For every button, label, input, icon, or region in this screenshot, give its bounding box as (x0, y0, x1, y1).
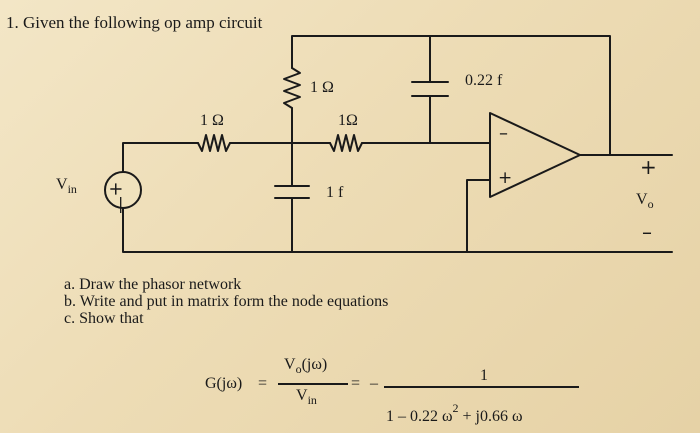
capacitor-bottom-plates (274, 185, 310, 199)
label-middle-resistor: 1Ω (338, 112, 358, 129)
label-bottom-capacitor: 1 f (326, 184, 344, 201)
capacitor-top-plates (411, 81, 449, 97)
source-polarity-minus: | (118, 194, 124, 213)
opamp-noninverting-sign: + (498, 168, 513, 188)
opamp-inverting-sign: – (499, 123, 508, 144)
voltage-source-symbol (104, 171, 142, 209)
wire-feedback (291, 35, 611, 156)
wire-noninverting-ground (466, 179, 491, 253)
problem-heading: 1. Given the following op amp circuit (6, 14, 262, 31)
label-top-capacitor: 0.22 f (465, 72, 503, 89)
equation-numerator: Vo(jω) (284, 356, 328, 376)
question-a: a. Draw the phasor network (64, 276, 242, 293)
output-minus-sign: – (642, 220, 652, 244)
rhs-numerator: 1 (480, 367, 488, 384)
resistor-top (283, 67, 301, 109)
equation-minus: – (370, 375, 378, 392)
label-left-resistor: 1 Ω (200, 112, 224, 129)
output-plus-sign: + (640, 155, 657, 179)
fraction-bar-left (278, 383, 348, 385)
equation-equals-1: = (258, 375, 268, 392)
wire-source-top (122, 142, 199, 173)
label-top-resistor: 1 Ω (310, 79, 334, 96)
problem-statement: Given the following op amp circuit (23, 13, 263, 32)
label-vin: Vin (56, 176, 77, 196)
resistor-middle (329, 134, 363, 152)
equation-lhs: G(jω) (205, 375, 243, 392)
problem-number: 1. (6, 13, 19, 32)
equation-equals-2: = (351, 375, 361, 392)
op-amp-triangle (489, 112, 581, 198)
wire-ground-rail (122, 207, 673, 253)
resistor-left (197, 134, 231, 152)
rhs-denominator: 1 – 0.22 ω2 + j0.66 ω (386, 401, 523, 425)
equation-denominator: Vin (296, 387, 317, 407)
fraction-bar-right (384, 386, 579, 388)
label-vo: Vo (636, 191, 654, 211)
question-c: c. Show that (64, 310, 144, 327)
question-b: b. Write and put in matrix form the node… (64, 293, 389, 310)
